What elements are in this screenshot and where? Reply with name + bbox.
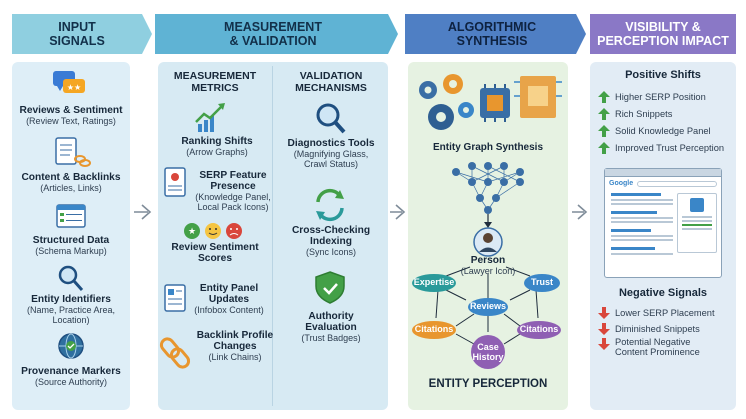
browser-titlebar xyxy=(605,169,721,177)
negative-signals-title: Negative Signals xyxy=(618,287,708,299)
node-expertise xyxy=(412,274,456,292)
node-reviews xyxy=(468,298,508,316)
sentiment-faces-icon: ★ xyxy=(184,223,242,239)
header-arrows xyxy=(12,14,736,54)
metric-entity-panel: Entity Panel Updates (Infobox Content) xyxy=(194,283,264,315)
positive-item: Improved Trust Perception xyxy=(598,139,736,156)
validation-authority: Authority Evaluation (Trust Badges) xyxy=(301,311,361,343)
input-content-backlinks: Content & Backlinks (Articles, Links) xyxy=(21,172,121,193)
node-citations-right-label: Citations xyxy=(519,324,559,334)
magnifying-glass-icon xyxy=(316,103,346,134)
metrics-heading: MEASUREMENT METRICS xyxy=(173,70,257,94)
node-citations-right xyxy=(517,321,561,339)
validation-heading: VALIDATION MECHANISMS xyxy=(295,70,367,94)
down-arrow-icon xyxy=(598,323,610,335)
positive-item: Higher SERP Position xyxy=(598,88,736,105)
header-algorithmic-synthesis: ALGORITHMIC SYNTHESIS xyxy=(447,20,537,48)
sync-icon xyxy=(316,188,344,222)
metric-backlink-profile: Backlink Profile Changes (Link Chains) xyxy=(196,330,274,362)
svg-text:★★: ★★ xyxy=(67,83,81,92)
positive-item: Rich Snippets xyxy=(598,105,736,122)
validation-icons xyxy=(315,103,346,304)
entity-graph-edges xyxy=(435,266,539,345)
up-arrow-icon xyxy=(598,90,610,103)
entity-graph-nodes xyxy=(412,274,561,369)
input-structured-data: Structured Data (Schema Markup) xyxy=(32,235,110,256)
gears-icon xyxy=(419,74,474,130)
positive-shifts-title: Positive Shifts xyxy=(625,69,701,81)
arrow-input-to-measurement xyxy=(134,204,152,220)
input-entity-identifiers: Entity Identifiers (Name, Practice Area,… xyxy=(26,294,116,325)
metric-review-sentiment: Review Sentiment Scores xyxy=(171,242,259,264)
document-links-icon xyxy=(55,137,91,167)
negative-item: Lower SERP Placement xyxy=(598,305,736,321)
metric-serp-feature: SERP Feature Presence (Knowledge Panel, … xyxy=(195,170,271,212)
link-chain-icon xyxy=(159,337,191,369)
node-expertise-label: Expertise xyxy=(413,277,455,287)
node-case-history xyxy=(471,335,505,369)
synthesis-graphic: Entity Graph Synthesis xyxy=(412,74,562,369)
negative-item: Diminished Snippets xyxy=(598,321,736,337)
node-case-history-label: Case History xyxy=(472,342,504,362)
svg-text:★: ★ xyxy=(188,227,196,237)
synthesis-person: Person (Lawyer Icon) xyxy=(460,255,516,276)
synthesis-footer: ENTITY PERCEPTION xyxy=(428,378,548,390)
node-citations-left-label: Citations xyxy=(414,324,454,334)
serp-feature-icon xyxy=(164,167,186,197)
node-reviews-label: Reviews xyxy=(469,301,507,311)
negative-signals-list: Lower SERP Placement Diminished Snippets… xyxy=(598,305,736,363)
arrow-measurement-to-synthesis xyxy=(390,204,406,220)
header-measurement-validation: MEASUREMENT & VALIDATION xyxy=(224,20,322,48)
down-arrow-icon xyxy=(598,307,610,319)
metric-ranking-shifts: Ranking Shifts (Arrow Graphs) xyxy=(181,136,253,157)
header-visibility-impact: VISIBILITY & PERCEPTION IMPACT xyxy=(597,20,729,48)
panel-divider xyxy=(272,66,273,406)
input-icons: ★★ xyxy=(53,71,91,359)
node-trust-label: Trust xyxy=(530,277,553,287)
down-arrow-icon xyxy=(598,338,610,350)
up-arrow-icon xyxy=(598,141,610,154)
knowledge-panel xyxy=(677,193,717,253)
chat-bubbles-icon: ★★ xyxy=(53,71,85,93)
infobox-icon xyxy=(164,284,186,312)
magnifier-icon xyxy=(58,265,84,291)
lawyer-person-icon xyxy=(473,227,503,257)
serp-browser-mockup: Google xyxy=(604,168,722,278)
globe-badge-icon xyxy=(58,333,84,359)
schema-table-icon xyxy=(56,204,86,228)
synthesis-graph-title: Entity Graph Synthesis xyxy=(433,142,543,153)
circuit-network-icon xyxy=(514,76,562,118)
metrics-icons: ★ xyxy=(159,103,242,369)
neural-network-icon xyxy=(452,162,524,228)
node-trust xyxy=(524,274,560,292)
positive-shifts-list: Higher SERP Position Rich Snippets Solid… xyxy=(598,88,736,156)
input-provenance-markers: Provenance Markers (Source Authority) xyxy=(21,366,121,387)
negative-item: Potential Negative Content Prominence xyxy=(598,337,736,363)
header-input-signals: INPUT SIGNALS xyxy=(49,20,105,48)
input-reviews-sentiment: Reviews & Sentiment (Review Text, Rating… xyxy=(19,105,123,126)
trust-badge-icon xyxy=(315,271,345,304)
serp-results xyxy=(611,193,673,255)
arrow-synthesis-to-visibility xyxy=(572,204,588,220)
ranking-graph-icon xyxy=(195,103,225,132)
processor-chip-icon xyxy=(480,84,510,122)
browser-searchbar: Google xyxy=(605,177,721,190)
node-citations-left xyxy=(412,321,456,339)
google-logo: Google xyxy=(609,180,634,187)
validation-diagnostics: Diagnostics Tools (Magnifying Glass, Cra… xyxy=(287,138,375,169)
up-arrow-icon xyxy=(598,124,610,137)
up-arrow-icon xyxy=(598,107,610,120)
positive-item: Solid Knowledge Panel xyxy=(598,122,736,139)
validation-cross-checking: Cross-Checking Indexing (Sync Icons) xyxy=(291,225,371,257)
